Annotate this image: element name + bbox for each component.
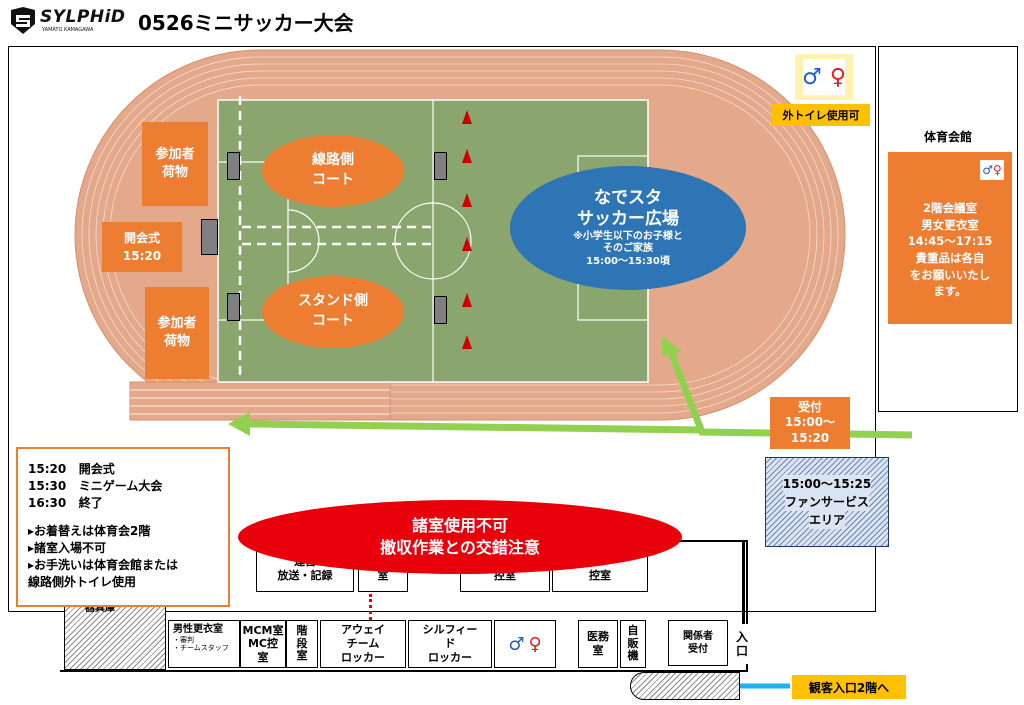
ceremony-goal <box>201 219 218 255</box>
mcm-room: MCM室 MC控 室 <box>240 620 286 668</box>
nadesuta-soccer-plaza: なでスタ サッカー広場 ※小学生以下のお子様と そのご家族 15:00～15:3… <box>510 166 746 290</box>
vending-machine: 自 販 機 <box>620 620 646 668</box>
gym-toilet-icon: ♂♀ <box>980 160 1004 180</box>
cone-marker <box>462 193 472 207</box>
schedule-item: 15:30 ミニゲーム大会 <box>28 478 163 493</box>
women-icon: ♀ <box>829 64 846 90</box>
page-title: 0526ミニサッカー大会 <box>138 11 354 35</box>
male-locker-room: 男性更衣室 ・審判 ・チームスタッフ <box>168 620 240 668</box>
plaza-title2: サッカー広場 <box>577 209 679 230</box>
cone-marker <box>462 335 472 349</box>
indoor-toilet: ♂ ♀ <box>494 620 556 668</box>
away-team-locker: アウェイ チーム ロッカー <box>320 620 406 668</box>
goal <box>227 152 240 180</box>
building-right-wall <box>742 540 745 640</box>
map-frame <box>8 46 876 612</box>
goal <box>434 296 447 324</box>
stairs-room: 階 段 室 <box>286 620 318 668</box>
court-line-side: 線路側 コート <box>262 135 404 207</box>
header: SYLPHiD YAMATO KAMAGAWA 0526ミニサッカー大会 <box>0 0 1024 40</box>
audience-stairs <box>630 672 740 700</box>
goal <box>227 293 240 321</box>
participant-luggage-bottom: 参加者 荷物 <box>145 287 209 379</box>
opening-ceremony-box: 開会式 15:20 <box>102 222 182 272</box>
sylphid-logo-icon <box>11 7 35 34</box>
logo-subtext: YAMATO KAMAGAWA <box>42 27 94 33</box>
cone-marker <box>462 293 472 307</box>
sylphid-locker: シルフィー ド ロッカー <box>408 620 492 668</box>
fan-service-area: 15:00～15:25 ファンサービス エリア <box>765 457 889 547</box>
warning-ellipse: 諸室使用不可 撤収作業との交錯注意 <box>238 500 682 574</box>
schedule-note: ▸お手洗いは体育会館または <box>28 557 179 572</box>
warning-line2: 撤収作業との交錯注意 <box>380 538 540 557</box>
plaza-title1: なでスタ <box>594 188 662 208</box>
men-icon: ♂ <box>802 64 822 90</box>
stand-building <box>60 540 748 672</box>
medical-room: 医務 室 <box>578 620 618 668</box>
schedule-item: 15:20 開会式 <box>28 462 115 476</box>
goal <box>434 152 447 180</box>
plaza-note1: ※小学生以下のお子様と <box>573 230 683 242</box>
outside-toilet-icon: ♂ ♀ <box>795 54 853 100</box>
warning-line1: 諸室使用不可 <box>411 516 508 536</box>
cone-marker <box>462 149 472 163</box>
plaza-note2: そのご家族 <box>603 243 653 254</box>
gym-info-box: ♂♀ 2階会議室 男女更衣室 14:45～17:15 貴重品は各自 をお願いいた… <box>888 152 1012 324</box>
dotted-divider <box>369 594 372 620</box>
gym-title: 体育会館 <box>923 129 972 144</box>
schedule-note: ▸諸室入場不可 <box>28 541 107 556</box>
cone-marker <box>462 110 472 124</box>
schedule-box: 15:20 開会式 15:30 ミニゲーム大会 16:30 終了 ▸お着替えは体… <box>16 447 230 607</box>
reception-box: 受付 15:00～ 15:20 <box>770 397 850 449</box>
schedule-note: ▸お着替えは体育会2階 <box>28 524 151 539</box>
women-icon: ♀ <box>528 633 542 655</box>
audience-entrance-label: 観客入口2階へ <box>792 675 906 699</box>
staff-reception: 関係者 受付 <box>668 620 728 666</box>
schedule-item: 16:30 終了 <box>28 495 103 510</box>
plaza-time: 15:00～15:30頃 <box>586 255 670 267</box>
outside-toilet-label: 外トイレ使用可 <box>772 104 870 126</box>
schedule-note: 線路側外トイレ使用 <box>28 574 137 589</box>
logo-text: SYLPHiD <box>40 7 126 27</box>
participant-luggage-top: 参加者 荷物 <box>142 122 208 206</box>
storage-hatched: 器具庫 <box>64 600 166 670</box>
cone-marker <box>462 237 472 251</box>
gym-info-text: 2階会議室 男女更衣室 14:45～17:15 貴重品は各自 をお願いいたし ま… <box>907 200 993 299</box>
men-icon: ♂ <box>508 633 525 655</box>
court-stand-side: スタンド側 コート <box>262 276 404 348</box>
entrance-label: 入 口 <box>735 624 749 664</box>
